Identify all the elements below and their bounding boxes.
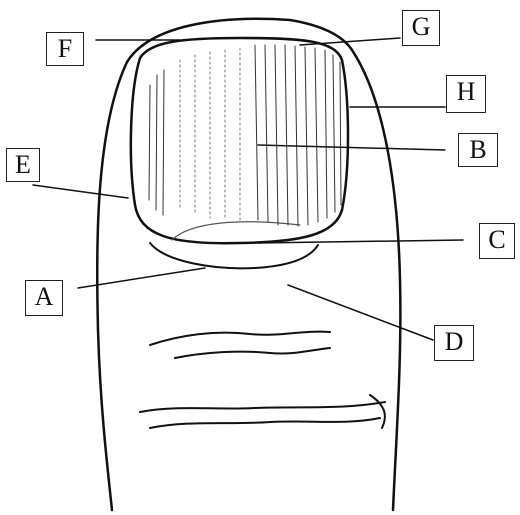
label-a: A (25, 280, 63, 316)
label-f: F (46, 32, 84, 66)
label-b: B (458, 133, 498, 167)
knuckle-creases (140, 332, 385, 428)
label-g: G (402, 10, 440, 46)
label-e: E (6, 148, 40, 182)
lunula (172, 222, 300, 240)
finger-outline-left (97, 62, 127, 510)
label-h: H (446, 75, 486, 113)
nail-striations (149, 45, 341, 226)
label-d: D (434, 325, 474, 361)
label-c: C (479, 223, 515, 259)
nail-fold (150, 243, 318, 268)
leader-e (33, 185, 128, 198)
finger-outline-right (352, 50, 400, 510)
leader-b (258, 145, 445, 150)
